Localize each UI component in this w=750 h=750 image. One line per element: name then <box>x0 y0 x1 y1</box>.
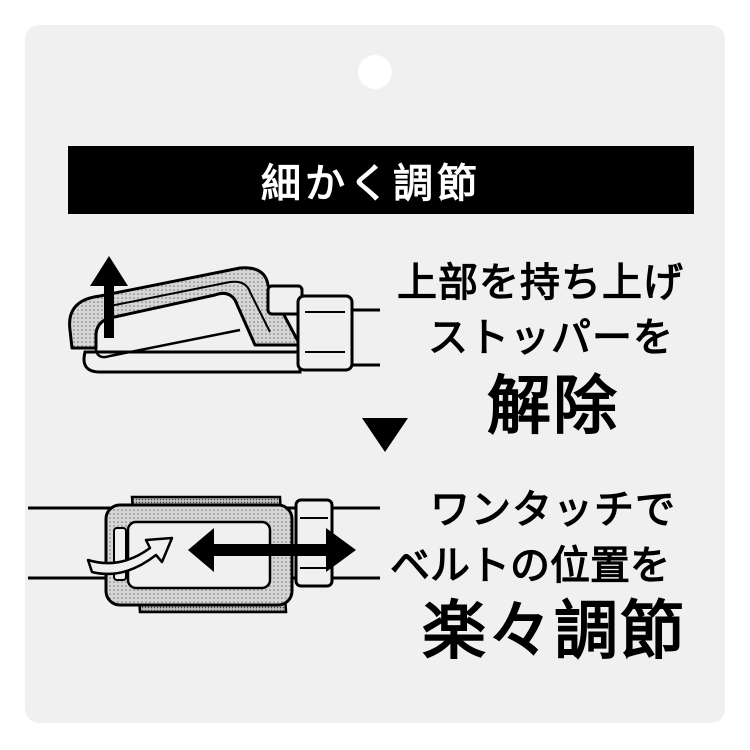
curved-arrow-icon <box>86 536 174 576</box>
step2-line1: ワンタッチで <box>430 486 676 533</box>
step1-line1: 上部を持ち上げ <box>397 259 684 306</box>
step2-line2: ベルトの位置を <box>390 542 670 589</box>
step1-line2: ストッパーを <box>428 314 674 361</box>
belt-lift-illustration <box>68 266 380 374</box>
title-bar: 細かく調節 <box>68 146 694 214</box>
page-title: 細かく調節 <box>261 161 481 207</box>
step2-emphasis: 楽々調節 <box>422 594 686 669</box>
hang-hole <box>358 55 392 89</box>
double-arrow-icon <box>188 528 356 572</box>
down-triangle-icon <box>362 418 408 452</box>
step1-emphasis: 解除 <box>487 369 619 444</box>
up-arrow-icon <box>90 256 128 338</box>
